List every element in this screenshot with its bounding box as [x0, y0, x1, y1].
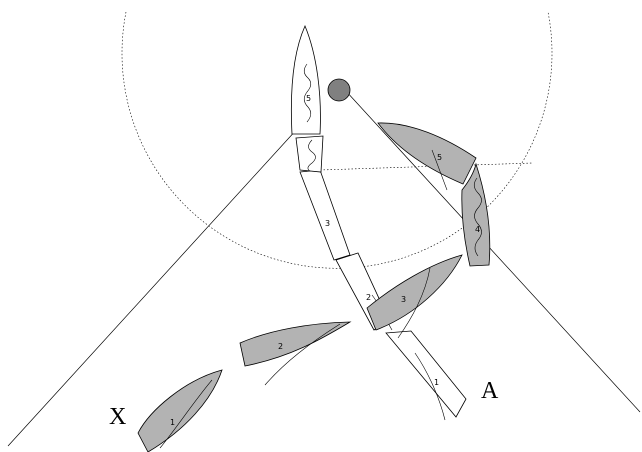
boat-a-position-3: 3 — [299, 169, 351, 261]
boat-x-number-4: 4 — [475, 225, 480, 234]
overlap-line — [319, 162, 534, 171]
boat-a-number-5: 5 — [306, 94, 311, 103]
boat-a-position-1: 1 — [385, 330, 467, 421]
layline-left — [7, 127, 299, 447]
boat-x-position-5: 5 — [377, 122, 477, 191]
boat-x-position-3: 3 — [366, 254, 463, 339]
layline-right — [344, 89, 641, 413]
boat-x-position-2: 2 — [239, 321, 352, 386]
mark-buoy — [327, 78, 351, 102]
boat-x-number-1: 1 — [170, 418, 175, 427]
boat-x-label: X — [109, 404, 126, 430]
boat-a-number-1: 1 — [434, 378, 439, 387]
zone-circle — [121, 11, 553, 269]
boat-x-number-2: 2 — [278, 342, 283, 351]
boat-x-number-3: 3 — [401, 295, 406, 304]
boat-a-label: A — [481, 378, 499, 404]
boat-a-position-4 — [295, 135, 324, 173]
boat-a-number-3: 3 — [325, 219, 330, 228]
boat-a-position-5: 5 — [290, 24, 321, 135]
boat-x-number-5: 5 — [437, 153, 442, 162]
boat-a-number-2: 2 — [366, 293, 371, 302]
boat-x-position-4: 4 — [461, 162, 491, 267]
boat-x-position-1: 1 — [137, 369, 223, 452]
